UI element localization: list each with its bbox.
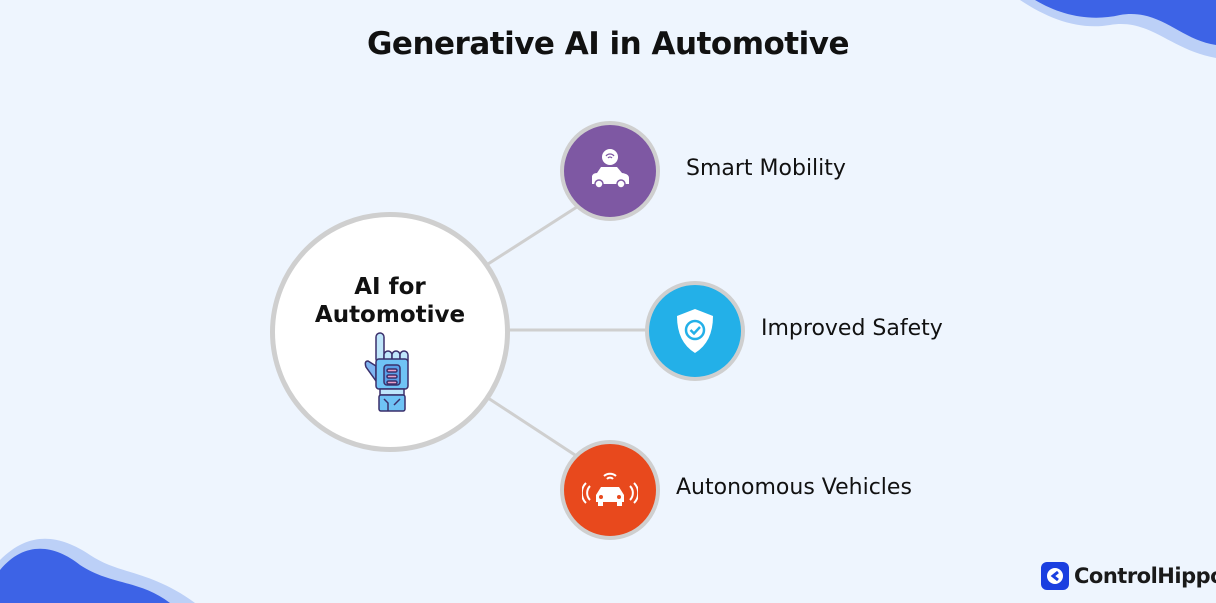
shield-check-icon [677,309,713,353]
connector-smart-mobility [487,203,581,266]
hub-label-line1: AI for [354,274,426,300]
wave-bottom-left [0,548,170,603]
page-title: Generative AI in Automotive [366,26,850,62]
robot-hand-icon [364,332,409,412]
brand-logo: ControlHippo [1041,562,1216,590]
node-improved-safety [645,281,745,381]
wave-top-right [1035,0,1216,45]
hub-label-line2: Automotive [314,302,466,328]
connected-car-icon [592,149,629,189]
node-autonomous-vehicles [560,440,660,540]
controlhippo-logo-icon [1041,562,1069,590]
connector-autonomous-vehicles [487,396,576,457]
hub-label: AI for Automotive [275,273,505,329]
autonomous-car-icon [582,472,638,506]
node-label-improved-safety: Improved Safety [761,316,943,341]
brand-name: ControlHippo [1074,564,1216,588]
node-label-autonomous-vehicles: Autonomous Vehicles [676,475,912,500]
node-smart-mobility [560,121,660,221]
hub-circle: AI for Automotive [270,212,510,452]
node-label-smart-mobility: Smart Mobility [686,156,846,181]
